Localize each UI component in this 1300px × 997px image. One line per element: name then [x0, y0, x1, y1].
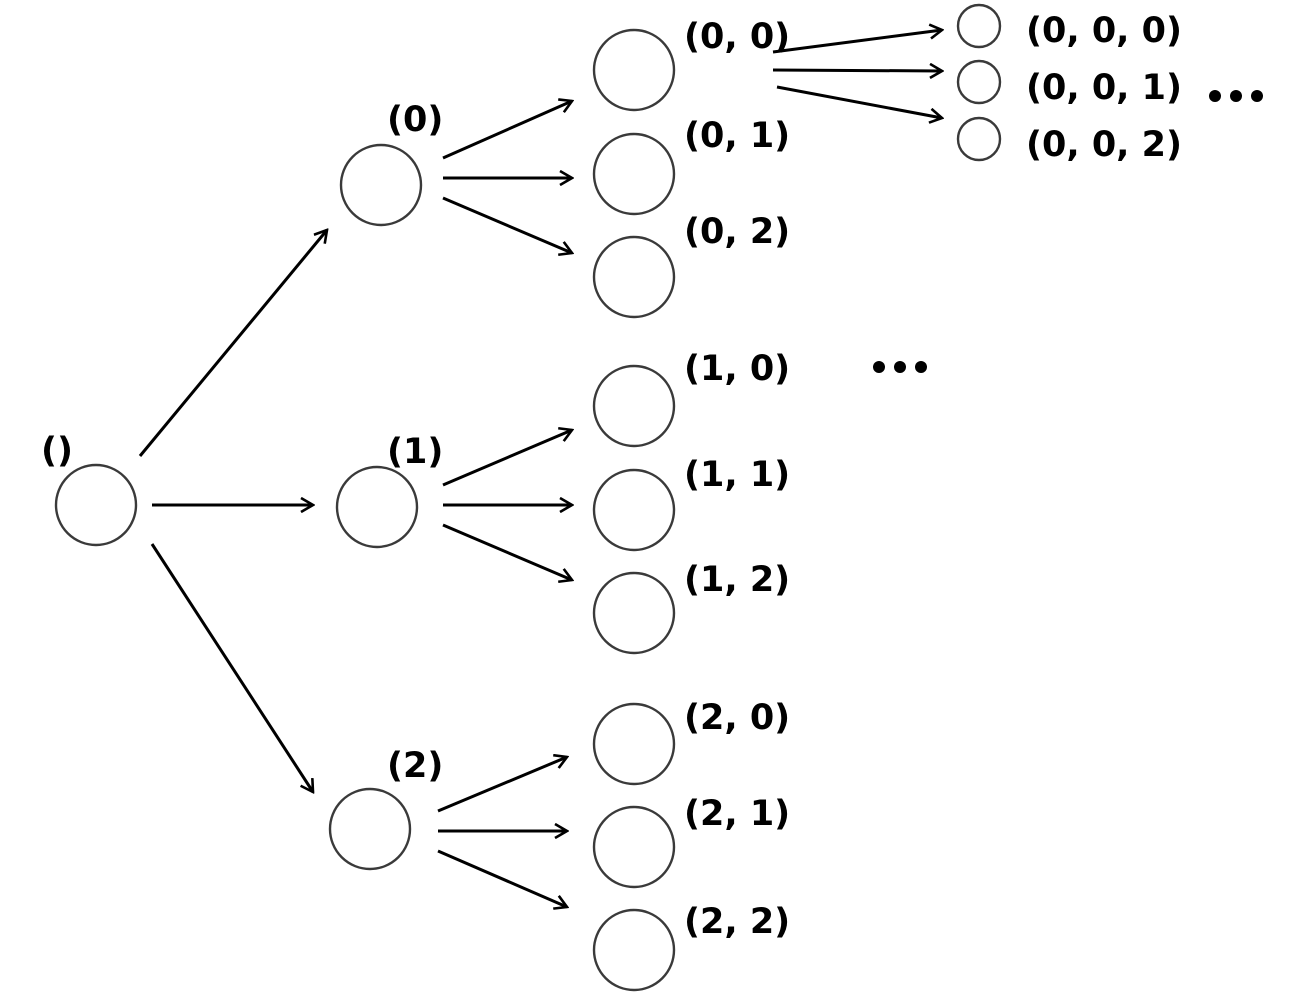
label-0-0-0: (0, 0, 0) — [1026, 11, 1182, 51]
node-0-0-1 — [956, 59, 1002, 105]
label-1-0: (1, 0) — [684, 349, 790, 389]
edge-1-to-10 — [442, 430, 572, 487]
node-0-0-0 — [956, 3, 1002, 49]
edge-00-to-000 — [772, 30, 942, 54]
node-0 — [339, 143, 423, 227]
label-1: (1) — [387, 432, 443, 472]
label-0: (0) — [387, 100, 443, 140]
label-2: (2) — [387, 746, 443, 786]
node-0-1 — [592, 132, 676, 216]
node-0-2 — [592, 235, 676, 319]
node-root — [54, 463, 138, 547]
ellipsis-middle-icon — [873, 361, 927, 373]
edge-0-to-00 — [442, 101, 572, 160]
node-0-0-2 — [956, 116, 1002, 162]
edge-00-to-002 — [776, 85, 942, 118]
label-0-0: (0, 0) — [684, 17, 790, 57]
label-2-2: (2, 2) — [684, 902, 790, 942]
node-1-2 — [592, 571, 676, 655]
node-2-2 — [592, 908, 676, 992]
edge-root-to-2 — [150, 543, 313, 792]
label-2-1: (2, 1) — [684, 794, 790, 834]
label-0-2: (0, 2) — [684, 212, 790, 252]
edge-2-to-22 — [437, 849, 567, 907]
node-1-0 — [592, 364, 676, 448]
ellipsis-right-icon — [1209, 90, 1263, 102]
node-2 — [328, 787, 412, 871]
edge-root-to-0 — [138, 230, 327, 457]
node-2-1 — [592, 805, 676, 889]
edge-00-to-001 — [772, 70, 942, 71]
edge-0-to-02 — [442, 196, 572, 253]
node-1 — [335, 465, 419, 549]
node-1-1 — [592, 468, 676, 552]
edge-1-to-12 — [442, 523, 572, 580]
label-1-2: (1, 2) — [684, 560, 790, 600]
node-2-0 — [592, 702, 676, 786]
label-0-0-2: (0, 0, 2) — [1026, 125, 1182, 165]
label-0-0-1: (0, 0, 1) — [1026, 68, 1182, 108]
label-0-1: (0, 1) — [684, 116, 790, 156]
label-1-1: (1, 1) — [684, 455, 790, 495]
node-0-0 — [592, 28, 676, 112]
label-root: () — [41, 431, 73, 471]
label-2-0: (2, 0) — [684, 698, 790, 738]
edge-2-to-20 — [437, 757, 567, 813]
